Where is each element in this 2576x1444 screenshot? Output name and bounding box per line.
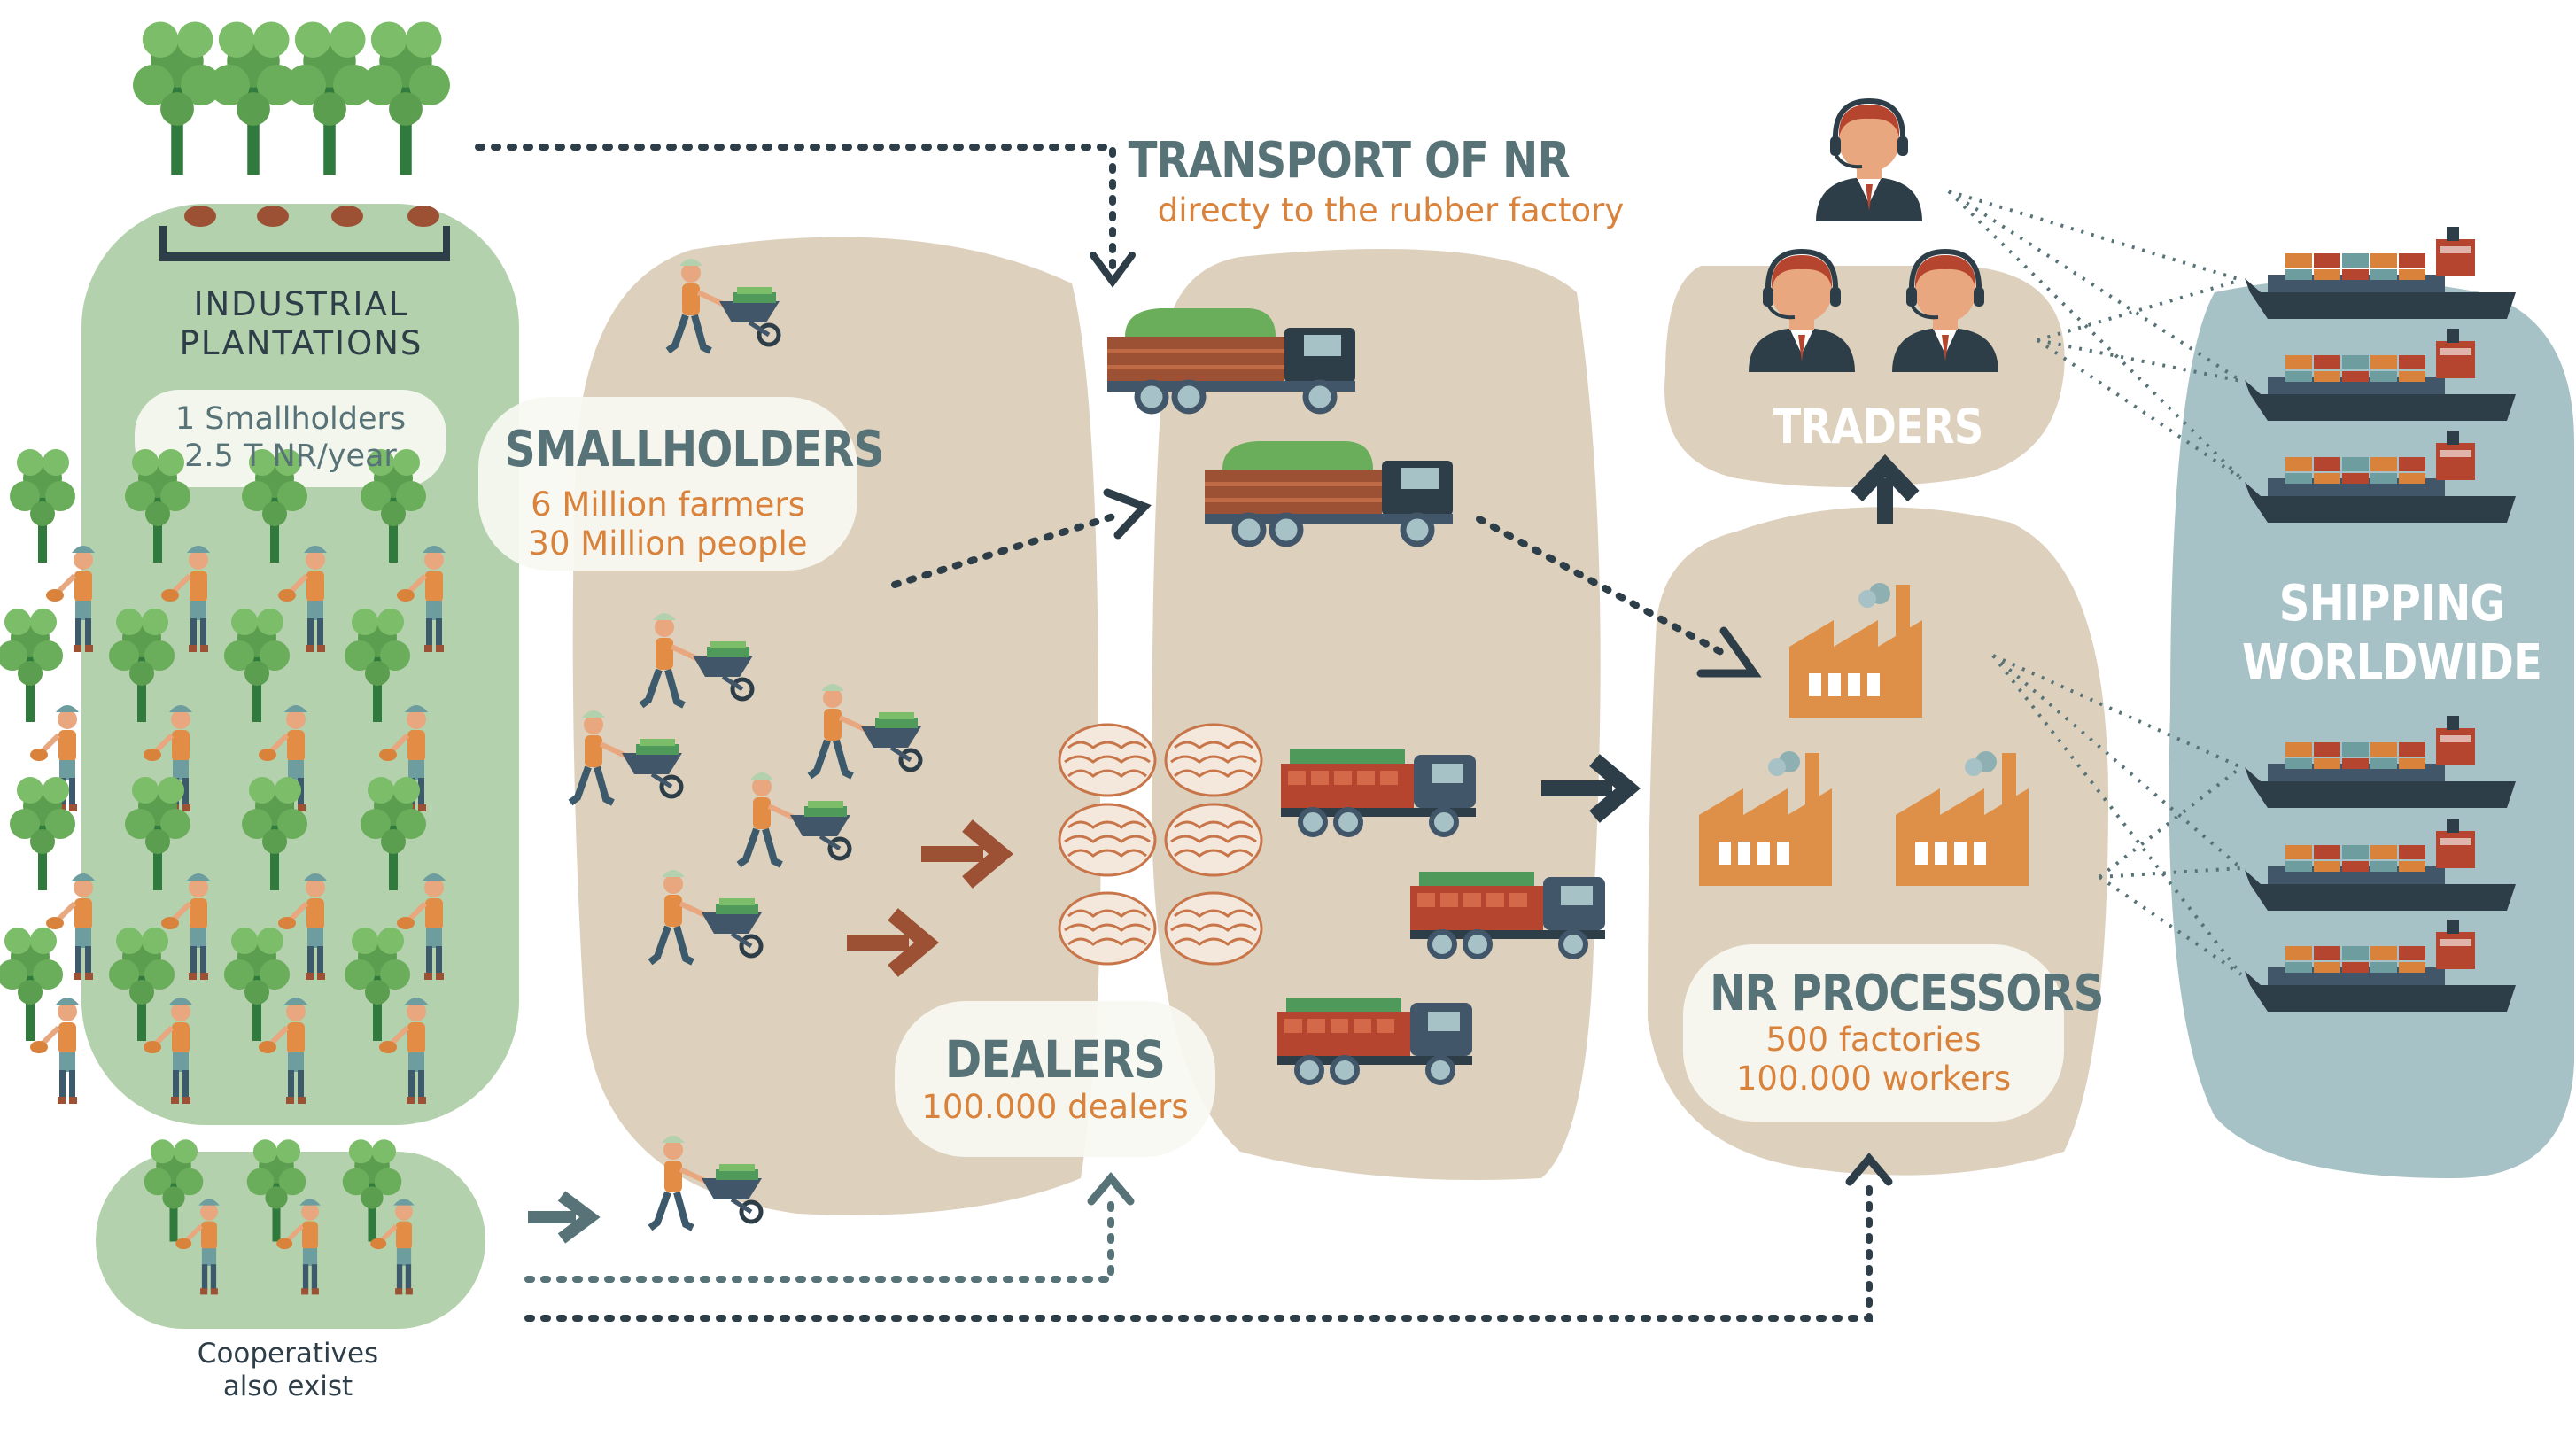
processors-line1: 500 factories	[1765, 1021, 1982, 1059]
smallholders-line1: 6 Million farmers	[531, 485, 805, 524]
shipping-title: SHIPPING WORLDWIDE	[2239, 574, 2544, 693]
plantations-title-line1: INDUSTRIAL	[193, 285, 409, 323]
transport-title: TRANSPORT OF NR	[1128, 132, 1571, 190]
plantations-title: INDUSTRIAL PLANTATIONS	[133, 285, 469, 364]
smallholders-callout	[478, 397, 857, 571]
shipping-line1: SHIPPING	[2278, 575, 2505, 633]
transport-subtitle: directy to the rubber factory	[1157, 191, 1625, 229]
dealers-title: DEALERS	[944, 1029, 1166, 1090]
rubber-tree-icon	[133, 21, 450, 261]
plantations-note: 1 Smallholders 2.5 T NR/year	[135, 400, 446, 475]
smallholders-line2: 30 Million people	[528, 524, 808, 563]
processors-title: NR PROCESSORS	[1710, 965, 2104, 1022]
processors-callout	[1683, 944, 2064, 1122]
plantations-note-line1: 1 Smallholders	[175, 401, 407, 437]
smallholders-title: SMALLHOLDERS	[504, 421, 884, 478]
plantations-note-line2: 2.5 T NR/year	[184, 439, 397, 474]
dealers-callout	[895, 1001, 1215, 1157]
processors-line2: 100.000 workers	[1735, 1060, 2012, 1099]
flow-arrows	[475, 144, 1920, 1322]
cooperatives-note: Cooperatives also exist	[151, 1338, 425, 1403]
smallholders-detail: 6 Million farmers 30 Million people	[478, 485, 857, 564]
processors-detail: 500 factories 100.000 workers	[1683, 1021, 2064, 1099]
plantations-title-line2: PLANTATIONS	[179, 324, 423, 363]
traders-zone	[1664, 266, 2065, 487]
dealers-subtitle: 100.000 dealers	[921, 1088, 1189, 1126]
traders-title: TRADERS	[1773, 399, 1984, 454]
shipping-links	[1947, 190, 2243, 976]
cooperatives-line2: also exist	[222, 1370, 353, 1403]
cooperatives-line1: Cooperatives	[197, 1338, 379, 1370]
shipping-line2: WORLDWIDE	[2241, 634, 2542, 693]
